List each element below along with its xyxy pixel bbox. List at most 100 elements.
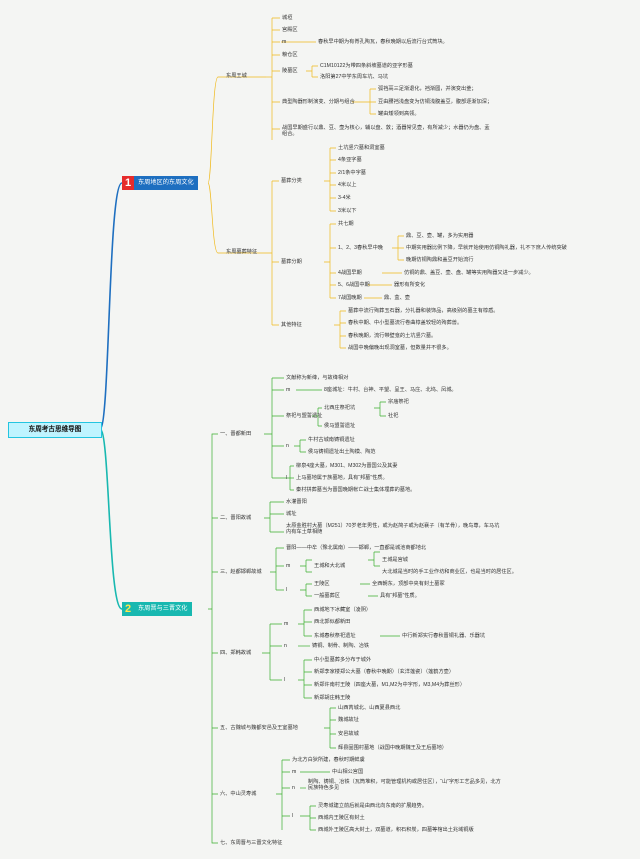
node-houma-covenant[interactable]: 侯马盟誓遗址 bbox=[324, 423, 356, 429]
node-palace-area[interactable]: 宫殿区 bbox=[282, 27, 298, 33]
node-l[interactable]: l bbox=[284, 677, 286, 683]
node-li-tripod[interactable]: 弧裆鬲三足渐退化，裆渐圆，并演变出釜； bbox=[378, 86, 477, 92]
node-tomb-classification[interactable]: 墓葬分类 bbox=[281, 178, 302, 184]
node-handan-city[interactable]: 三、赵都邯郸故城 bbox=[220, 569, 262, 575]
node-class-item[interactable]: 2/1条中字墓 bbox=[338, 170, 366, 176]
node-period-item[interactable]: 4战国早期 bbox=[338, 270, 362, 276]
node-xintian-item[interactable]: 文献称为新绛，与故绛相对 bbox=[286, 375, 349, 381]
node-qincun-burials[interactable]: 秦村拼葬墓当为晋国晚期帐亡战士集体埋葬的墓地。 bbox=[296, 487, 416, 493]
node-n[interactable]: n bbox=[286, 443, 289, 449]
node-lijialou-tomb[interactable]: 新郑李家楼郑公大墓（春秋中晚期）（玄洋莲瓷）（莲鹤方壶） bbox=[314, 669, 455, 675]
node-class-item[interactable]: 4条亚字墓 bbox=[338, 157, 362, 163]
node-shangma-cemetery[interactable]: 上马墓地属于族墓地，具有“邦墓”性质。 bbox=[296, 475, 388, 481]
node-other-item[interactable]: 墓葬中流行殉葬玉石器，分礼器和装饰品，高级别的墓主有椁盾。 bbox=[348, 308, 499, 314]
node-ritual-bronze-pit[interactable]: 中行新郑实行春秋晋铜礼器、乐器坑 bbox=[402, 633, 486, 639]
node-jinyang-city[interactable]: 二、晋阳故城 bbox=[220, 515, 252, 521]
node-dou-vessel[interactable]: 豆由腰裆浅盘变为仿铜浅腹盖豆，腹部逐渐加深； bbox=[378, 99, 493, 105]
node-crafts[interactable]: 铸铜、制骨、制陶、冶铁 bbox=[312, 643, 370, 649]
node-period-item[interactable]: 5、6战国中期 bbox=[338, 282, 370, 288]
node-class-item[interactable]: 4米以上 bbox=[338, 182, 357, 188]
node-xunancun-tombs[interactable]: 新郑许南村王陵（四座大墓，M1,M2为中字形，M3,M4为葬丝形） bbox=[314, 682, 466, 688]
node-n[interactable]: n bbox=[292, 785, 295, 791]
branch-east-zhou-culture[interactable]: 1 东周地区的东周文化 bbox=[122, 176, 198, 190]
node-m[interactable]: m bbox=[286, 563, 291, 569]
node-other-item[interactable]: 春秋晚期，流行带壁龛的土坑竖穴墓。 bbox=[348, 333, 437, 339]
node-handan-item[interactable]: 晋阳——中牟（豫北属南）——邯郸，一直都是城池商都地北 bbox=[286, 545, 427, 551]
node-east-city-sacrifice[interactable]: 东城春秋祭祀遗址 bbox=[314, 633, 356, 639]
node-period-item[interactable]: 1、2、3春秋早中晚 bbox=[338, 245, 383, 251]
node-class-item[interactable]: 土坑竖穴墓和洞室墓 bbox=[338, 145, 385, 151]
node-wei-item[interactable]: 魏城故址 bbox=[338, 717, 359, 723]
node-m[interactable]: m bbox=[284, 621, 289, 627]
node-big-north-city[interactable]: 大北城是当时的手工业作坊和商业区，也是当时的居住区。 bbox=[382, 569, 517, 575]
node-tomb-area[interactable]: 陵墓区 bbox=[282, 68, 298, 74]
node-guweicun-tombs[interactable]: 辉县固围村墓地（战国中晚期魏王及王后墓地） bbox=[338, 745, 447, 751]
node-tile-note[interactable]: 春秋早中期为有脊孔陶瓦，春秋晚期以后流行台式筒块。 bbox=[318, 39, 448, 45]
node-tomb-features[interactable]: 东周墓葬特征 bbox=[226, 249, 258, 255]
node-earth-sacrifice[interactable]: 社祀 bbox=[388, 413, 399, 419]
node-jin-culture-features[interactable]: 七、东周晋与三晋文化特征 bbox=[220, 840, 283, 846]
node-sacrifice-sites[interactable]: 祭祀与盟誓遗址 bbox=[286, 413, 323, 419]
node-common-tomb-detail[interactable]: 具有“邦墓”性质。 bbox=[380, 593, 420, 599]
node-bronze-foundry[interactable]: 牛村古城南铸铜遗址 bbox=[308, 437, 355, 443]
node-liuquan-tombs[interactable]: 柳泉4座大墓，M301、M302为晋国公及其妻 bbox=[296, 463, 398, 469]
node-other-item[interactable]: 春秋中期、中小型墓流行卷曲椁盖较轻的殉葬兽。 bbox=[348, 320, 463, 326]
node-jinshengcun-tomb[interactable]: 太原金胜村大墓（M251）70岁老年男性，或为赵简子或为赵襄子（有羊骨），晚鸟尊… bbox=[286, 523, 500, 536]
node-jinyang-item[interactable]: 水灌晋阳 bbox=[286, 499, 307, 505]
node-chariot-pit[interactable]: 洛阳第27中学东周车坑、马坑 bbox=[320, 74, 389, 80]
node-molds[interactable]: 侯马铸铜遗址出土陶模、陶范 bbox=[308, 449, 376, 455]
node-l[interactable]: l bbox=[286, 475, 288, 481]
node-sacrifice-pit[interactable]: 北西庄祭祀坑 bbox=[324, 405, 356, 411]
node-m[interactable]: m bbox=[282, 39, 287, 45]
root-node[interactable]: 东周考古思维导图 bbox=[8, 422, 102, 438]
node-period-detail[interactable]: 鼎、盒、壶 bbox=[384, 295, 410, 301]
node-small-tombs[interactable]: 中小型墓葬多分布于城外 bbox=[314, 657, 372, 663]
node-wei-item[interactable]: 山西芮城北、山西夏县西北 bbox=[338, 705, 401, 711]
node-royal-tomb-detail[interactable]: 全西朝东，顶部中央有封土墓冢 bbox=[372, 581, 445, 587]
node-warring-states-vessels[interactable]: 战国早期盛行以鼎、豆、壶为核心，辅以盘、敦；酒器常见壶，有所减少；水器仍为盘、盂… bbox=[282, 125, 490, 138]
node-m[interactable]: m bbox=[286, 387, 291, 393]
node-m[interactable]: m bbox=[292, 769, 297, 775]
node-zhenghan-city[interactable]: 四、郑韩故城 bbox=[220, 650, 252, 656]
node-period-detail[interactable]: 仿铜的鼎、盖豆、壶、盘、罐等实用陶器又进一步减少。 bbox=[404, 270, 534, 276]
node-ancestral-sacrifice[interactable]: 宗庙祭祀 bbox=[388, 399, 409, 405]
node-l[interactable]: l bbox=[286, 587, 288, 593]
node-period-detail[interactable]: 鼎、豆、壶、罐，多为实用器 bbox=[406, 233, 474, 239]
node-other-item[interactable]: 战国中晚偏晚出现洞室墓，但数量并不很多。 bbox=[348, 345, 452, 351]
node-east-zhou-royal-city[interactable]: 东周王城 bbox=[226, 73, 247, 79]
node-period-item[interactable]: 共七期 bbox=[338, 221, 354, 227]
node-huzhuang-tombs[interactable]: 新郑胡庄韩王陵 bbox=[314, 695, 351, 701]
node-northwest-guo[interactable]: 西北郭似都新田 bbox=[314, 619, 351, 625]
node-period-item[interactable]: 7战国晚期 bbox=[338, 295, 362, 301]
node-jinyang-item[interactable]: 城址 bbox=[286, 511, 297, 517]
node-l[interactable]: l bbox=[292, 813, 294, 819]
node-jin-capital-xintian[interactable]: 一、晋都新田 bbox=[220, 431, 252, 437]
node-tomb-c1m10122[interactable]: C1M10122为带四条斜坡墓道的亚字形墓 bbox=[320, 63, 413, 69]
node-ice-storage[interactable]: 西城地下冰藏室（凌阴） bbox=[314, 607, 372, 613]
node-granary[interactable]: 粮仓区 bbox=[282, 52, 298, 58]
node-zhongshan-palace[interactable]: 中山相公宫国 bbox=[332, 769, 364, 775]
node-west-city-tombs[interactable]: 西城内王陵区有封土 bbox=[318, 815, 365, 821]
node-period-detail[interactable]: 器形有所变化 bbox=[394, 282, 426, 288]
node-royal-big-north-city[interactable]: 王城和大北城 bbox=[314, 563, 346, 569]
node-other-features[interactable]: 其他特征 bbox=[281, 322, 302, 328]
node-city-wall[interactable]: 城垣 bbox=[282, 15, 293, 21]
node-common-tomb-area[interactable]: 一般墓葬区 bbox=[314, 593, 340, 599]
node-xintian-cities[interactable]: 8座城址：牛村、台神、平望、呈王、马庄、北坞、凤城。 bbox=[324, 387, 457, 393]
node-n[interactable]: n bbox=[284, 643, 287, 649]
node-class-item[interactable]: 3米以下 bbox=[338, 208, 357, 214]
node-tomb-periods[interactable]: 墓葬分期 bbox=[281, 259, 302, 265]
node-lingshou-city[interactable]: 六、中山灵寿城 bbox=[220, 791, 257, 797]
node-lingshou-expansion[interactable]: 灵寿城建立前后就是由西北向东南的扩展趋势。 bbox=[318, 803, 427, 809]
node-wei-city[interactable]: 五、古魏城与魏都安邑及王室墓地 bbox=[220, 725, 298, 731]
node-period-detail[interactable]: 中期实用器比例下降，早就开始使用仿铜陶礼器，礼不下庶人传统突破 bbox=[406, 245, 567, 251]
branch-jin-three-jin-culture[interactable]: 2 东周晋与三晋文化 bbox=[122, 602, 192, 616]
node-lingshou-item[interactable]: 为北方白狄所建，春秋时期鲜虞 bbox=[292, 757, 365, 763]
node-royal-tomb-area[interactable]: 王陵区 bbox=[314, 581, 330, 587]
node-period-detail[interactable]: 晚期仿铜陶鼎和盖豆开始流行 bbox=[406, 257, 474, 263]
node-outer-royal-tombs[interactable]: 西城外王陵区高大封土，双墓道，积石积炭，四墓等棺出土兆域铜版 bbox=[318, 827, 474, 833]
node-wei-item[interactable]: 安邑故城 bbox=[338, 731, 359, 737]
node-palace-city[interactable]: 王城是宫城 bbox=[382, 557, 408, 563]
node-lingshou-crafts[interactable]: 制陶、铸铜、冶铁（瓦筒堆积，可能管理机构或居住区），“山”字形工艺品多见，北方民… bbox=[308, 779, 501, 792]
node-pottery-evolution[interactable]: 典型陶器形制演变、分期与组合 bbox=[282, 99, 355, 105]
